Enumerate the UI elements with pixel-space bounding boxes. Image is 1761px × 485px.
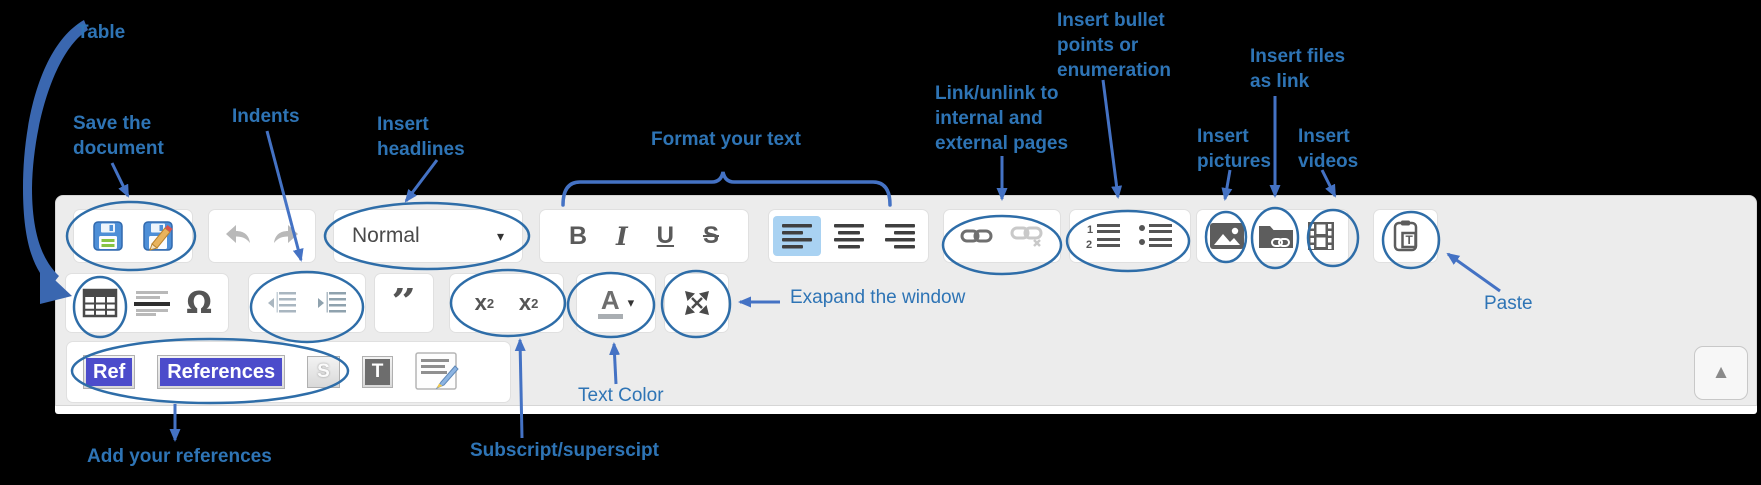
alignment-group: [768, 209, 929, 263]
label-insert-headlines: Insert headlines: [377, 114, 465, 160]
source-button[interactable]: S: [307, 356, 340, 388]
edit-source-button[interactable]: [415, 352, 461, 392]
label-insert-files: Insert files as link: [1250, 46, 1346, 92]
paste-clipboard-icon: T: [1393, 220, 1417, 252]
label-bullet-points: Insert bullet points or enumeration: [1057, 10, 1172, 81]
redo-button[interactable]: [270, 223, 300, 249]
save-group: [73, 209, 193, 263]
text-color-letter: A: [597, 287, 623, 319]
blockquote-group: ”: [374, 273, 434, 333]
ref-button[interactable]: Ref: [83, 355, 136, 389]
numbered-list-icon: 1 2: [1086, 224, 1120, 250]
increase-indent-button[interactable]: [316, 290, 348, 316]
label-save-document: Save the document: [73, 113, 164, 159]
insert-elements-group: Ω: [65, 273, 229, 333]
decrease-indent-button[interactable]: [266, 290, 298, 316]
align-left-icon: [781, 224, 812, 249]
label-link-unlink: Link/unlink to internal and external pag…: [935, 83, 1069, 154]
undo-button[interactable]: [224, 223, 254, 249]
save-button[interactable]: [92, 220, 124, 252]
underline-button[interactable]: U: [656, 222, 675, 249]
save-arrow: [110, 162, 130, 198]
collapse-toolbar-button[interactable]: ▲: [1694, 346, 1748, 400]
label-table: Table: [77, 22, 126, 43]
save-and-edit-button[interactable]: [142, 220, 174, 252]
text-color-button[interactable]: A ▾: [597, 287, 635, 319]
text-style-group: B I U S: [539, 209, 749, 263]
insert-image-button[interactable]: [1209, 222, 1245, 250]
paste-button[interactable]: T: [1390, 219, 1422, 253]
strikethrough-button[interactable]: S: [702, 222, 719, 249]
redo-icon: [273, 225, 298, 243]
label-insert-pictures: Insert pictures: [1197, 126, 1271, 172]
link-icon: [960, 229, 993, 243]
document-pencil-icon: [415, 352, 460, 390]
svg-text:1: 1: [1087, 224, 1093, 236]
align-right-button[interactable]: [876, 216, 924, 256]
indent-group: [248, 273, 366, 333]
text-tag-button[interactable]: T: [361, 356, 394, 388]
bullets-arrow: [1101, 79, 1123, 199]
italic-button[interactable]: I: [616, 221, 628, 251]
paste-group: T: [1373, 209, 1438, 263]
bullet-list-button[interactable]: [1138, 222, 1174, 250]
label-indents: Indents: [232, 106, 300, 127]
link-group: [943, 209, 1061, 263]
horizontal-rule-icon: [134, 291, 171, 316]
references-button[interactable]: References: [157, 355, 286, 389]
align-center-button[interactable]: [825, 216, 873, 256]
expand-arrows-icon: [684, 291, 709, 315]
chevron-down-icon: ▾: [496, 227, 504, 244]
bullet-list-icon: [1139, 224, 1172, 247]
align-right-icon: [885, 224, 916, 249]
text-color-group: A ▾: [576, 273, 656, 333]
label-format-text: Format your text: [651, 129, 801, 150]
paragraph-format-dropdown[interactable]: Normal ▾: [333, 209, 523, 263]
label-add-references: Add your references: [87, 446, 272, 467]
horizontal-rule-button[interactable]: [134, 290, 171, 316]
align-left-button[interactable]: [772, 216, 821, 256]
floppy-save-icon: [93, 221, 123, 251]
label-text-color: Text Color: [578, 385, 664, 406]
undo-icon: [226, 225, 251, 243]
blockquote-button[interactable]: ”: [391, 288, 417, 318]
insert-table-button[interactable]: [82, 288, 118, 318]
floppy-edit-icon: [143, 221, 173, 251]
list-group: 1 2: [1069, 209, 1191, 263]
media-group: [1196, 209, 1349, 263]
folder-link-icon: [1258, 226, 1293, 248]
unlink-icon: [1010, 226, 1043, 247]
table-icon: [82, 288, 118, 318]
chevron-down-icon: ▾: [627, 295, 635, 310]
undo-redo-group: [208, 209, 316, 263]
align-center-icon: [833, 224, 864, 249]
numbered-list-button[interactable]: 1 2: [1086, 222, 1122, 250]
svg-text:T: T: [1405, 233, 1413, 247]
image-icon: [1209, 223, 1244, 249]
editor-content-edge: [55, 406, 1757, 414]
label-paste: Paste: [1484, 293, 1533, 314]
svg-text:2: 2: [1086, 239, 1092, 250]
triangle-up-icon: ▲: [1711, 362, 1731, 383]
label-expand-window: Exapand the window: [790, 287, 966, 308]
references-group: Ref References S T: [66, 341, 511, 403]
insert-file-link-button[interactable]: [1257, 221, 1295, 251]
bold-button[interactable]: B: [568, 221, 588, 250]
maximize-group: [664, 273, 729, 333]
format-dropdown-value: Normal: [352, 224, 420, 247]
special-character-button[interactable]: Ω: [186, 285, 212, 321]
insert-link-button[interactable]: [960, 225, 994, 247]
maximize-button[interactable]: [682, 288, 712, 318]
insert-video-button[interactable]: [1306, 221, 1336, 251]
unlink-button[interactable]: [1010, 224, 1044, 248]
label-insert-videos: Insert videos: [1298, 126, 1359, 172]
label-subscript-superscript: Subscript/superscipt: [470, 440, 659, 461]
outdent-icon: [268, 292, 297, 313]
film-icon: [1308, 222, 1335, 250]
indent-icon: [317, 292, 346, 313]
